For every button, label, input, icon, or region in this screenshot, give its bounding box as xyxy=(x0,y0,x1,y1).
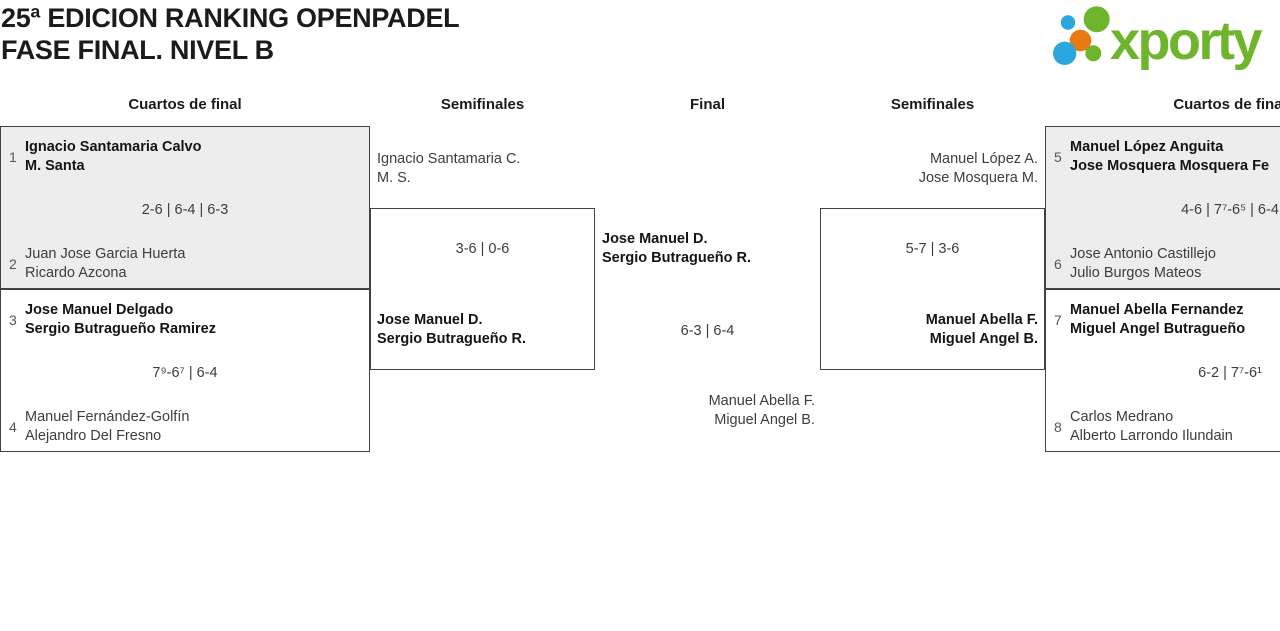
match-score: 2-6 | 6-4 | 6-3 xyxy=(141,202,229,218)
team-names: Manuel López A. Jose Mosquera M. xyxy=(820,150,1038,188)
player-name: Jose Antonio Castillejo xyxy=(1070,246,1216,262)
player-name: Jose Manuel D. xyxy=(377,312,483,328)
column-header-qf-right: Cuartos de final xyxy=(1173,96,1280,113)
match-box-sf-left xyxy=(370,208,595,370)
player-name: Manuel López Anguita xyxy=(1070,139,1224,155)
player-name: Miguel Angel B. xyxy=(929,331,1038,347)
player-name: Manuel Abella F. xyxy=(925,312,1038,328)
player-name: M. S. xyxy=(377,170,411,186)
team-names-winner: Jose Manuel D. Sergio Butragueño R. xyxy=(377,311,526,349)
sf-left-score: 3-6 | 0-6 xyxy=(455,241,510,257)
column-header-sf-right: Semifinales xyxy=(890,96,975,113)
sf-right-team-top: Manuel López A. Jose Mosquera M. xyxy=(820,150,1038,188)
team-names: Jose Antonio Castillejo Julio Burgos Mat… xyxy=(1070,245,1280,283)
player-name: Sergio Butragueño R. xyxy=(602,250,752,266)
column-header-sf-left: Semifinales xyxy=(440,96,525,113)
match-score: 4-6 | 7⁷-6⁵ | 6-4 xyxy=(1181,202,1279,218)
final-score: 6-3 | 6-4 xyxy=(680,323,735,339)
logo-wordmark: xporty xyxy=(1110,11,1263,71)
player-name: Manuel López A. xyxy=(929,151,1038,167)
team-names-winner: Manuel Abella F. Miguel Angel B. xyxy=(820,311,1038,349)
logo-dot-green-large xyxy=(1083,6,1110,33)
team-names: Carlos Medrano Alberto Larrondo Ilundain xyxy=(1070,408,1280,446)
final-team-right: Manuel Abella F. Miguel Angel B. xyxy=(595,392,815,430)
match-box-qf-left-2: 3 Jose Manuel Delgado Sergio Butragueño … xyxy=(0,289,370,452)
player-name: Jose Manuel Delgado xyxy=(25,302,174,318)
team-names: Juan Jose Garcia Huerta Ricardo Azcona xyxy=(25,245,369,283)
team-slot: 2 Juan Jose Garcia Huerta Ricardo Azcona xyxy=(1,245,369,283)
seed-number: 8 xyxy=(1054,419,1062,435)
seed-number: 4 xyxy=(9,419,17,435)
team-names: Manuel Fernández-Golfín Alejandro Del Fr… xyxy=(25,408,369,446)
player-name: Alberto Larrondo Ilundain xyxy=(1070,428,1233,444)
match-score: 6-2 | 7⁷-6¹ xyxy=(1198,365,1262,381)
match-box-sf-right xyxy=(820,208,1045,370)
player-name: Jose Manuel D. xyxy=(602,231,708,247)
player-name: Carlos Medrano xyxy=(1070,409,1174,425)
logo-dot-green-small xyxy=(1085,45,1102,62)
sf-left-team-top: Ignacio Santamaria C. M. S. xyxy=(377,150,520,188)
player-name: Jose Mosquera Mosquera Fe xyxy=(1070,158,1270,174)
player-name: Ignacio Santamaria C. xyxy=(377,151,521,167)
player-name: Sergio Butragueño R. xyxy=(377,331,527,347)
sf-left-team-bottom: Jose Manuel D. Sergio Butragueño R. xyxy=(377,311,526,349)
team-slot: 7 Manuel Abella Fernandez Miguel Angel B… xyxy=(1046,301,1280,339)
team-slot: 3 Jose Manuel Delgado Sergio Butragueño … xyxy=(1,301,369,339)
player-name: Miguel Angel Butragueño xyxy=(1070,321,1246,337)
player-name: Manuel Fernández-Golfín xyxy=(25,409,190,425)
team-names-winner: Jose Manuel Delgado Sergio Butragueño Ra… xyxy=(25,301,369,339)
seed-number: 1 xyxy=(9,149,17,165)
logo-dot-orange xyxy=(1069,29,1092,52)
team-slot: 5 Manuel López Anguita Jose Mosquera Mos… xyxy=(1046,138,1280,176)
player-name: Ricardo Azcona xyxy=(25,265,127,281)
title-line-1: 25ª EDICION RANKING OPENPADEL xyxy=(1,3,460,33)
team-slot: 8 Carlos Medrano Alberto Larrondo Ilunda… xyxy=(1046,408,1280,446)
player-name: M. Santa xyxy=(25,158,85,174)
sf-right-team-bottom: Manuel Abella F. Miguel Angel B. xyxy=(820,311,1038,349)
sf-right-score: 5-7 | 3-6 xyxy=(905,241,960,257)
player-name: Miguel Angel B. xyxy=(714,412,815,428)
team-slot: 1 Ignacio Santamaria Calvo M. Santa xyxy=(1,138,369,176)
team-names-winner: Manuel Abella Fernandez Miguel Angel But… xyxy=(1070,301,1280,339)
match-box-qf-right-2: 7 Manuel Abella Fernandez Miguel Angel B… xyxy=(1045,289,1280,452)
seed-number: 5 xyxy=(1054,149,1062,165)
column-header-qf-left: Cuartos de final xyxy=(128,96,242,113)
team-slot: 6 Jose Antonio Castillejo Julio Burgos M… xyxy=(1046,245,1280,283)
team-names-winner: Ignacio Santamaria Calvo M. Santa xyxy=(25,138,369,176)
final-team-left: Jose Manuel D. Sergio Butragueño R. xyxy=(602,230,751,268)
match-score: 7⁹-6⁷ | 6-4 xyxy=(152,365,218,381)
seed-number: 3 xyxy=(9,312,17,328)
logo-dot-blue-small xyxy=(1060,15,1076,30)
seed-number: 6 xyxy=(1054,256,1062,272)
match-box-qf-right-1: 5 Manuel López Anguita Jose Mosquera Mos… xyxy=(1045,126,1280,289)
page-title: 25ª EDICION RANKING OPENPADEL FASE FINAL… xyxy=(1,2,460,66)
team-names: Manuel Abella F. Miguel Angel B. xyxy=(595,392,815,430)
team-names-winner: Manuel López Anguita Jose Mosquera Mosqu… xyxy=(1070,138,1280,176)
seed-number: 7 xyxy=(1054,312,1062,328)
team-names: Ignacio Santamaria C. M. S. xyxy=(377,150,520,188)
player-name: Manuel Abella Fernandez xyxy=(1070,302,1244,318)
column-header-final: Final xyxy=(689,96,725,113)
player-name: Alejandro Del Fresno xyxy=(25,428,162,444)
team-names-winner: Jose Manuel D. Sergio Butragueño R. xyxy=(602,230,751,268)
match-box-qf-left-1: 1 Ignacio Santamaria Calvo M. Santa 2-6 … xyxy=(0,126,370,289)
logo-dot-blue-large xyxy=(1053,41,1077,65)
player-name: Julio Burgos Mateos xyxy=(1070,265,1202,281)
player-name: Sergio Butragueño Ramirez xyxy=(25,321,216,337)
xporty-logo[interactable]: xporty xyxy=(1050,2,1280,71)
player-name: Jose Mosquera M. xyxy=(918,170,1038,186)
player-name: Ignacio Santamaria Calvo xyxy=(25,139,202,155)
player-name: Juan Jose Garcia Huerta xyxy=(25,246,186,262)
player-name: Manuel Abella F. xyxy=(708,393,815,409)
team-slot: 4 Manuel Fernández-Golfín Alejandro Del … xyxy=(1,408,369,446)
xporty-logo-icon: xporty xyxy=(1053,6,1265,71)
seed-number: 2 xyxy=(9,256,17,272)
title-line-2: FASE FINAL. NIVEL B xyxy=(1,35,274,65)
